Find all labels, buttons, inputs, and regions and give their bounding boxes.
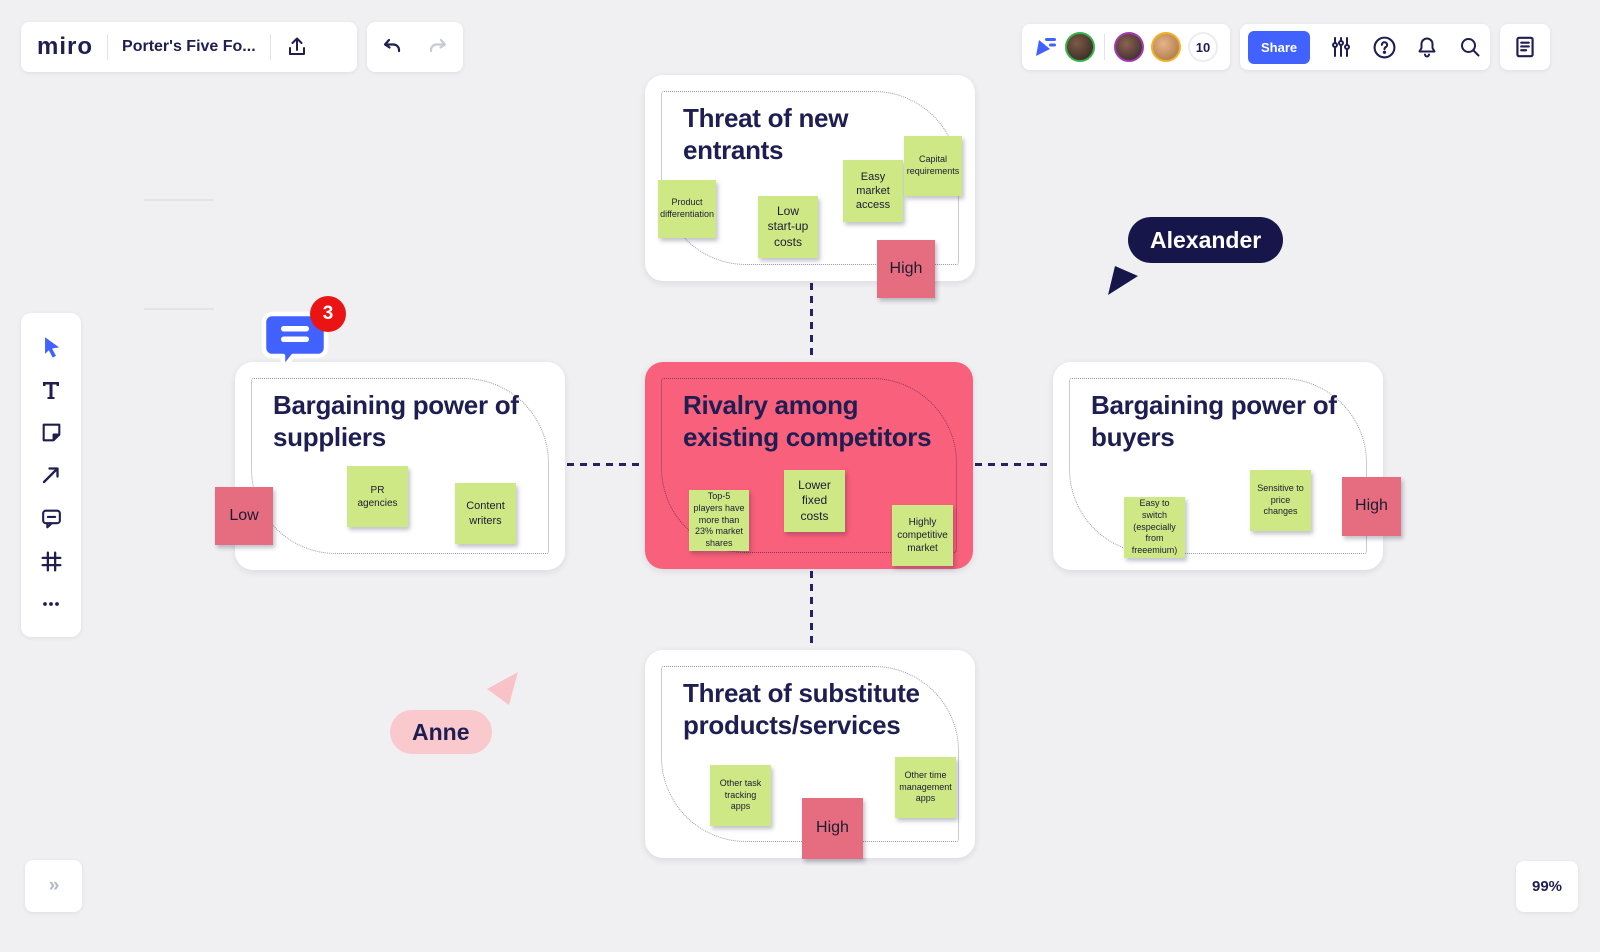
notes-icon[interactable]: [1512, 34, 1538, 60]
text-tool[interactable]: [39, 378, 63, 402]
comment-count-badge[interactable]: 3: [310, 296, 346, 332]
alexander-cursor-label: Alexander: [1128, 217, 1284, 263]
divider: [1104, 34, 1105, 60]
connector-left[interactable]: [567, 463, 643, 466]
help-icon[interactable]: [1372, 35, 1397, 60]
card-rivalry[interactable]: Rivalry among existing competitors Top-5…: [645, 362, 973, 569]
avatar[interactable]: [1065, 32, 1095, 62]
miro-logo[interactable]: miro: [37, 33, 94, 60]
sticky-note[interactable]: Other time management apps: [895, 757, 956, 818]
multiplayer-cursors-icon[interactable]: [1032, 35, 1058, 59]
sticky-note[interactable]: Content writers: [455, 483, 516, 544]
connector-bottom[interactable]: [810, 571, 813, 648]
alexander-cursor-icon: [1108, 266, 1138, 295]
card-new-entrants[interactable]: Threat of new entrants Product different…: [645, 75, 975, 298]
board-title[interactable]: Porter's Five Fo...: [122, 38, 256, 55]
sticky-note[interactable]: Highly competitive market: [892, 505, 953, 566]
tools-sidebar: [21, 313, 81, 637]
anne-cursor-icon: [487, 672, 518, 705]
card-substitutes[interactable]: Threat of substitute products/services O…: [645, 650, 975, 859]
anne-cursor-label: Anne: [390, 710, 492, 754]
card-title: Rivalry among existing competitors: [683, 390, 932, 452]
sticky-note[interactable]: Low start-up costs: [758, 196, 818, 258]
sticky-note[interactable]: Product differentiation: [658, 180, 716, 238]
card-suppliers[interactable]: Bargaining power of suppliers 3 Low PR a…: [215, 296, 565, 570]
board-header-panel: miro Porter's Five Fo...: [21, 22, 357, 72]
zoom-level-badge[interactable]: 99%: [1516, 861, 1578, 912]
connector-top[interactable]: [810, 283, 813, 360]
more-tools[interactable]: [39, 592, 63, 616]
sticky-note[interactable]: Lower fixed costs: [784, 470, 845, 532]
card-title: Threat of new entrants: [683, 103, 849, 165]
search-icon[interactable]: [1458, 35, 1482, 59]
card-title: Threat of substitute products/services: [683, 678, 920, 740]
sticky-note[interactable]: Easy to switch (especially from freeemiu…: [1124, 497, 1185, 558]
export-icon[interactable]: [285, 35, 309, 59]
card-title: Bargaining power of suppliers: [273, 390, 519, 452]
collaborator-count-badge[interactable]: 10: [1188, 32, 1218, 62]
comment-thread[interactable]: 3: [260, 296, 346, 374]
sticky-note-tool[interactable]: [39, 420, 64, 445]
sticky-note[interactable]: High: [802, 798, 863, 859]
frame-edge-line: [144, 199, 214, 201]
history-panel: [367, 22, 463, 72]
notes-panel: [1500, 24, 1550, 70]
redo-icon[interactable]: [426, 35, 450, 59]
sticky-note[interactable]: High: [877, 240, 935, 298]
sliders-icon[interactable]: [1329, 35, 1353, 59]
undo-icon[interactable]: [380, 35, 404, 59]
sticky-note[interactable]: High: [1342, 477, 1401, 536]
share-button[interactable]: Share: [1248, 30, 1311, 64]
connector-right[interactable]: [975, 463, 1051, 466]
select-tool[interactable]: [38, 334, 64, 360]
sticky-note[interactable]: Low: [215, 487, 273, 545]
sticky-note[interactable]: Capital requirements: [904, 136, 962, 196]
bell-icon[interactable]: [1415, 35, 1439, 59]
arrow-tool[interactable]: [39, 463, 63, 487]
avatar[interactable]: [1151, 32, 1181, 62]
presence-panel: 10: [1022, 24, 1230, 70]
sticky-note[interactable]: Top-5 players have more than 23% market …: [689, 490, 749, 551]
divider: [107, 34, 109, 60]
frame-edge-line: [144, 308, 214, 310]
sticky-note[interactable]: PR agencies: [347, 466, 408, 527]
avatar[interactable]: [1114, 32, 1144, 62]
divider: [269, 34, 271, 60]
frame-tool[interactable]: [39, 549, 64, 574]
card-title: Bargaining power of buyers: [1091, 390, 1337, 452]
sticky-note[interactable]: Sensitive to price changes: [1250, 470, 1311, 531]
actions-panel: Share: [1240, 24, 1490, 70]
sticky-note[interactable]: Easy market access: [843, 160, 903, 222]
card-buyers[interactable]: Bargaining power of buyers Easy to switc…: [1053, 362, 1401, 570]
comment-tool[interactable]: [39, 506, 64, 531]
sticky-note[interactable]: Other task tracking apps: [710, 765, 771, 826]
sidebar-collapse-button[interactable]: »: [25, 860, 82, 912]
